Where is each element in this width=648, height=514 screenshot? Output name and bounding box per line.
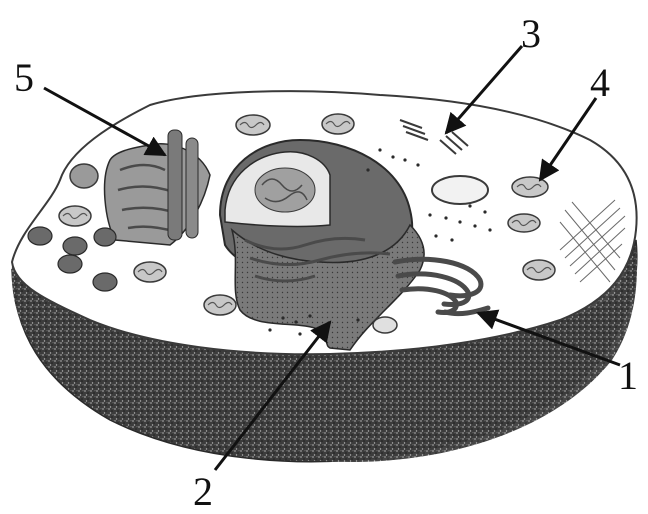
label-4: 4 — [590, 63, 610, 103]
vesicle — [70, 164, 98, 188]
small-vesicle — [373, 317, 397, 333]
label-2: 2 — [193, 472, 213, 512]
label-3: 3 — [521, 14, 541, 54]
nucleolus — [255, 168, 315, 212]
label-5: 5 — [14, 58, 34, 98]
label-1: 1 — [618, 356, 638, 396]
vacuole — [432, 176, 488, 204]
